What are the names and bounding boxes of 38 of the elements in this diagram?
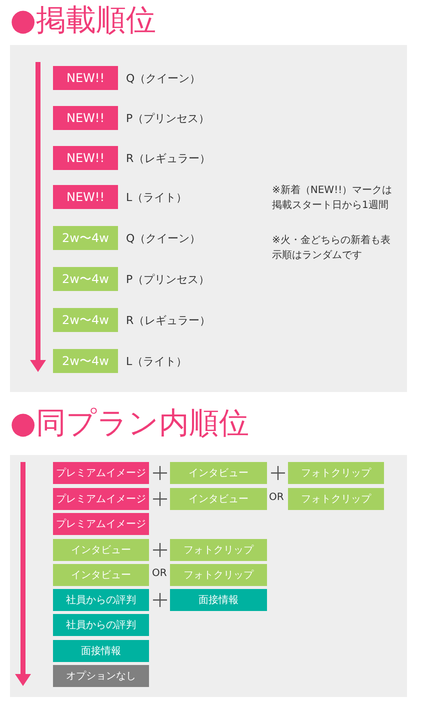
plan-option-box: 面接情報 (53, 640, 149, 662)
note-text: ※新着（NEW!!）マークは掲載スタート日から1週間 (272, 184, 394, 213)
rank-badge: NEW!! (53, 146, 118, 170)
plan-name: R（レギュラー） (126, 313, 211, 328)
plan-name: Q（クイーン） (126, 231, 201, 246)
plan-option-box: 面接情報 (170, 589, 267, 611)
plan-option-box: オプションなし (53, 665, 149, 687)
plan-name: P（プリンセス） (126, 111, 210, 126)
plan-option-box: インタビュー (170, 462, 267, 484)
plan-name: P（プリンセス） (126, 272, 210, 287)
plan-option-box: フォトクリップ (170, 564, 267, 586)
plan-option-box: 社員からの評判 (53, 614, 149, 636)
rank-badge: NEW!! (53, 106, 118, 130)
plan-option-box: プレミアムイメージ (53, 513, 149, 535)
plan-option-box: プレミアムイメージ (53, 462, 149, 484)
section-heading: ●掲載順位 (10, 2, 156, 40)
note-text: ※火・金どちらの新着も表示順はランダムです (272, 234, 392, 263)
plan-name: R（レギュラー） (126, 151, 211, 166)
or-text: OR (152, 568, 168, 579)
rank-badge: 2w〜4w (53, 349, 118, 373)
plan-option-box: インタビュー (170, 488, 267, 510)
rank-badge: 2w〜4w (53, 226, 118, 250)
rank-badge: NEW!! (53, 185, 118, 209)
plan-option-box: フォトクリップ (288, 488, 384, 510)
plan-name: L（ライト） (126, 354, 188, 369)
plan-option-box: フォトクリップ (288, 462, 384, 484)
plan-name: L（ライト） (126, 190, 188, 205)
plan-option-box: インタビュー (53, 539, 149, 561)
rank-badge: NEW!! (53, 66, 118, 90)
or-text: OR (269, 492, 285, 503)
section-heading: ●同プラン内順位 (10, 405, 250, 443)
rank-badge: 2w〜4w (53, 267, 118, 291)
plan-option-box: 社員からの評判 (53, 589, 149, 611)
rank-badge: 2w〜4w (53, 308, 118, 332)
plan-option-box: インタビュー (53, 564, 149, 586)
plan-name: Q（クイーン） (126, 71, 201, 86)
plan-option-box: プレミアムイメージ (53, 488, 149, 510)
plan-option-box: フォトクリップ (170, 539, 267, 561)
